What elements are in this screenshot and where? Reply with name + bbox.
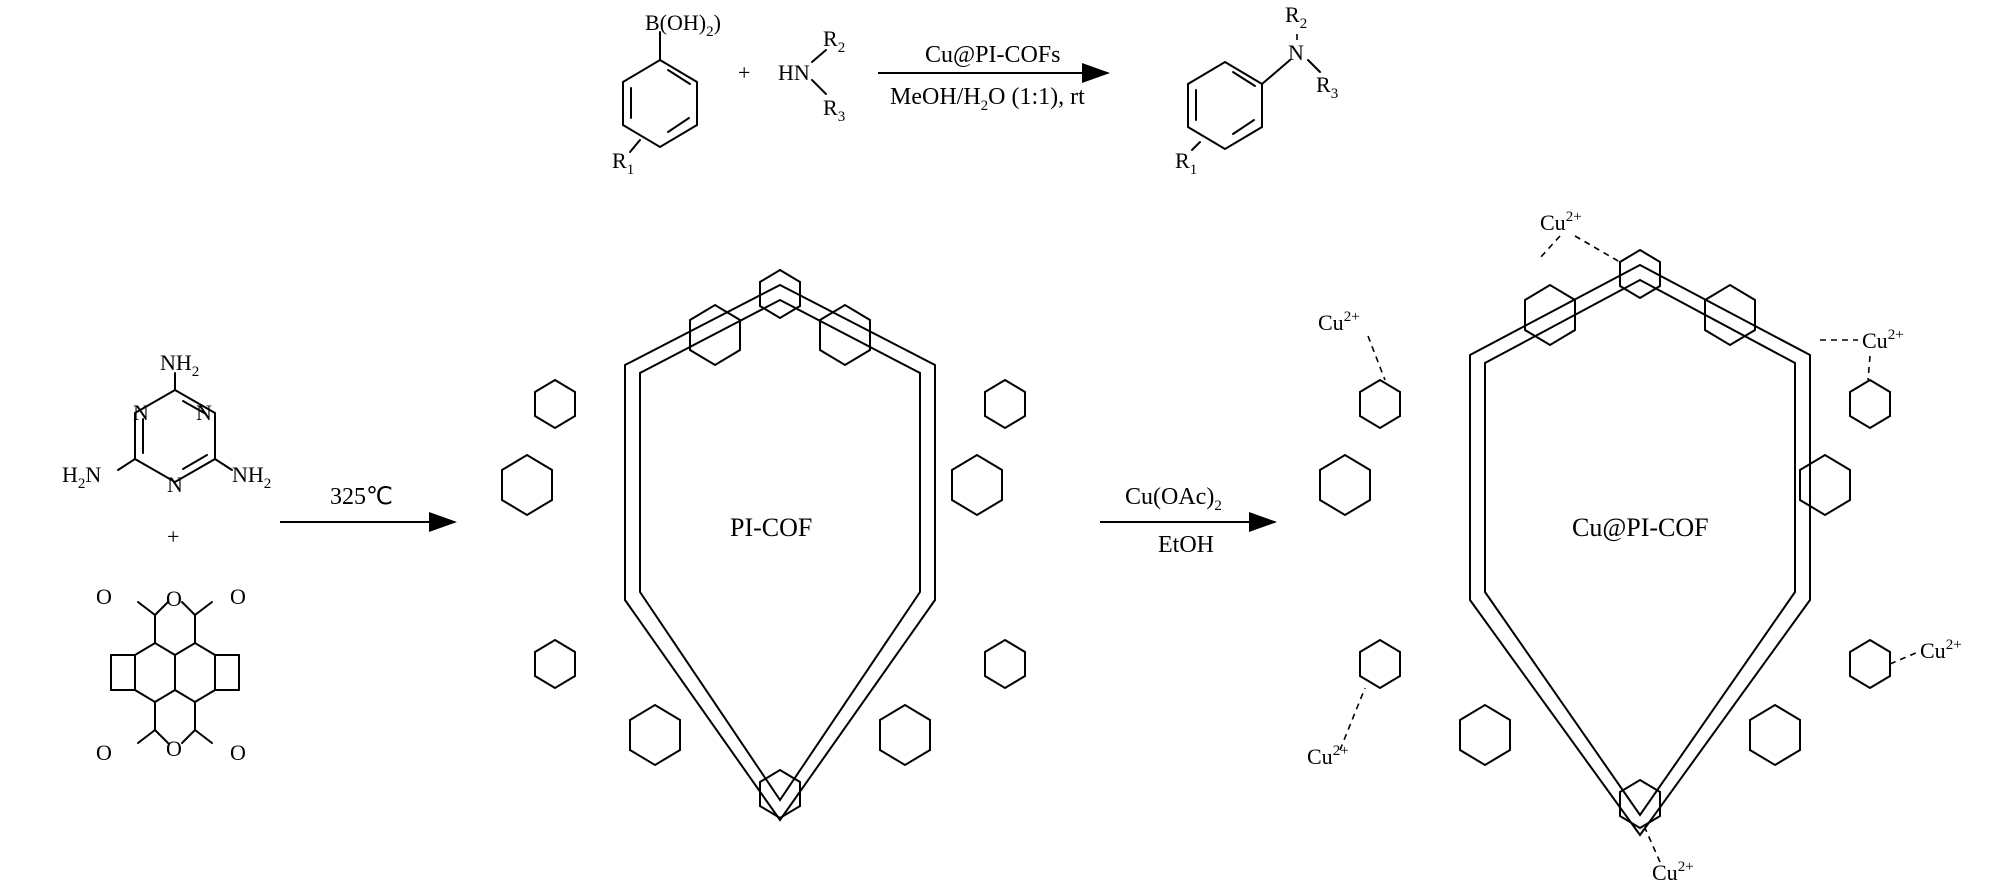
step2-solvent-label: EtOH — [1158, 532, 1214, 558]
plus-sign-top: + — [738, 60, 750, 85]
pi-cof-structure: PI-COF — [501, 268, 1026, 822]
cu-pi-cof-center-label: Cu@PI-COF — [1572, 513, 1709, 542]
cu-ion-label: Cu2+ — [1652, 859, 1694, 885]
boronic-acid-structure: B(OH)2) R1 — [612, 10, 721, 178]
anhydride-o: O — [166, 586, 182, 611]
cu-ion-label: Cu2+ — [1920, 637, 1962, 663]
step2-reagent-label: Cu(OAc)2 — [1125, 484, 1222, 514]
r1-label: R1 — [612, 148, 634, 178]
cu-pi-cof-naphthalene-units — [1319, 283, 1851, 767]
catalyst-label: Cu@PI-COFs — [925, 42, 1060, 68]
step1: 325℃ — [280, 484, 457, 532]
triazine-n: N — [133, 400, 149, 425]
amine-hn-label: HN — [778, 60, 810, 85]
product-structure: N R2 R3 R1 — [1175, 2, 1338, 178]
melamine-structure: N N N NH2 H2N NH2 — [62, 350, 271, 497]
r3-label: R3 — [823, 95, 845, 125]
cu-pi-cof-triazine-units — [1359, 248, 1891, 830]
carbonyl-o: O — [96, 740, 112, 765]
pi-cof-center-label: PI-COF — [730, 513, 812, 542]
pi-cof-triazine-units — [534, 268, 1026, 820]
product-r3-label: R3 — [1316, 72, 1338, 102]
nh2-top: NH2 — [160, 350, 199, 380]
product-r1-label: R1 — [1175, 148, 1197, 178]
triazine-n: N — [196, 400, 212, 425]
product-n-label: N — [1288, 40, 1304, 65]
step2: Cu(OAc)2 EtOH — [1100, 484, 1277, 558]
anhydride-o: O — [166, 736, 182, 761]
cu-ion-label: Cu2+ — [1318, 309, 1360, 335]
carbonyl-o: O — [96, 584, 112, 609]
pi-cof-naphthalene-units — [501, 303, 1003, 767]
carbonyl-o: O — [230, 584, 246, 609]
boronic-acid-label: B(OH)2) — [645, 10, 721, 40]
product-r2-label: R2 — [1285, 2, 1307, 32]
ntcda-structure: O O O O O O — [96, 584, 246, 765]
cu-pi-cof-structure: Cu2+ Cu2+ Cu2+ Cu2+ Cu2+ Cu2+ Cu@PI-COF — [1307, 209, 1962, 885]
r2-label: R2 — [823, 26, 845, 56]
top-reaction: B(OH)2) R1 + HN R2 R3 Cu@PI-COFs MeOH/H2… — [612, 2, 1338, 178]
triazine-n: N — [167, 472, 183, 497]
condition-label: MeOH/H2O (1:1), rt — [890, 84, 1085, 114]
cu-ion-label: Cu2+ — [1540, 209, 1582, 235]
cu-coordination-sites: Cu2+ Cu2+ Cu2+ Cu2+ Cu2+ Cu2+ — [1307, 209, 1962, 885]
h2n-left: H2N — [62, 462, 101, 492]
cu-ion-label: Cu2+ — [1862, 327, 1904, 353]
cu-ion-label: Cu2+ — [1307, 743, 1349, 769]
nh2-right: NH2 — [232, 462, 271, 492]
amine-structure: HN R2 R3 — [778, 26, 845, 125]
carbonyl-o: O — [230, 740, 246, 765]
step1-label: 325℃ — [330, 484, 393, 510]
plus-sign-reactants: + — [167, 524, 179, 549]
